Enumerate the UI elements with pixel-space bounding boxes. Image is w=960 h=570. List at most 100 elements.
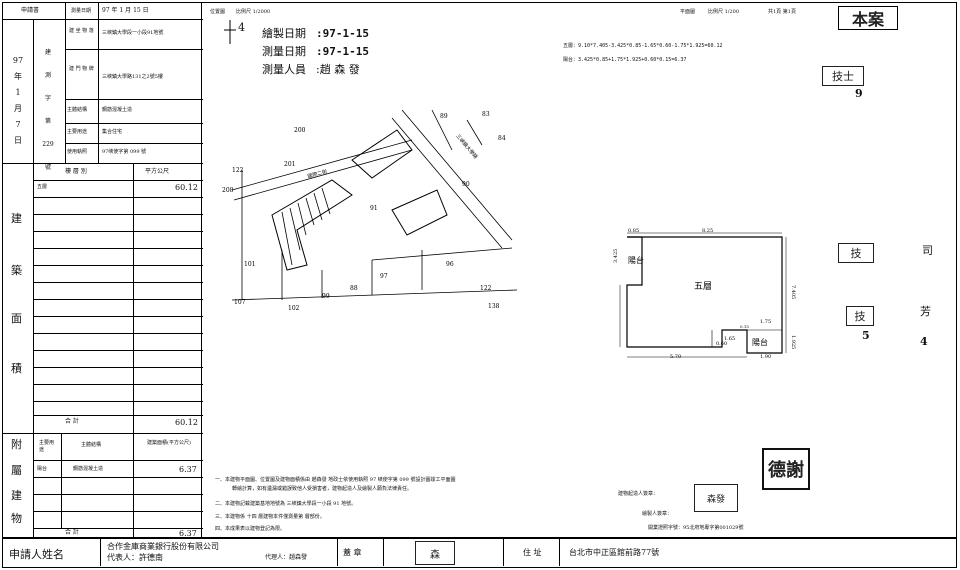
dim-3425: 3.425 xyxy=(613,249,619,263)
official-seal: 德謝 xyxy=(762,448,810,490)
right-char-3: 4 xyxy=(920,335,928,348)
note-2: 二、本建物記載建築基地地號為 三峽鎮大學段一小段 91 地號。 xyxy=(215,501,357,507)
applicant-name-label: 申請人姓名 xyxy=(9,548,64,561)
note-3: 三、本建物係 十四 層建物本件僅測量第 層部份。 xyxy=(215,514,325,520)
main-frame xyxy=(202,2,957,538)
drawer-sign-label: 繪製人簽章： xyxy=(642,511,673,517)
dim-165: 1.65 xyxy=(724,336,735,342)
dim-175: 1.75 xyxy=(760,319,771,325)
area-total-label: 合 計 xyxy=(65,418,79,425)
attached-section-char-1: 附 xyxy=(11,438,22,451)
surveyor-name: :趙 森 發 xyxy=(316,63,360,76)
formula-balcony: 陽台：3.425*0.85+1.75*1.925+0.60*0.15=6.37 xyxy=(563,57,687,63)
surveyor-label: 測量人員 xyxy=(262,63,306,76)
lot-122b: 122 xyxy=(480,285,492,292)
area-row-floor: 五層 xyxy=(37,184,48,190)
license-number: 開業證照字號：95北府地專字第001029號 xyxy=(648,525,744,531)
tech-stamp-2: 技 xyxy=(838,243,874,263)
attached-col-use: 主要用途 xyxy=(39,440,55,453)
area-col-floor: 樓 層 別 xyxy=(65,168,87,175)
dim-825: 8.25 xyxy=(702,228,713,234)
lot-97: 97 xyxy=(380,273,388,280)
north-mark: 4 xyxy=(238,21,245,34)
area-row-value: 60.12 xyxy=(175,183,198,192)
tech-stamp-3: 技 xyxy=(846,306,874,326)
dim-190: 1.90 xyxy=(760,354,771,360)
attached-row-structure: 鋼筋混凝土造 xyxy=(73,466,104,472)
field-usage-label: 主要用途 xyxy=(67,129,88,135)
right-char-2: 芳 xyxy=(920,305,931,318)
lot-96: 96 xyxy=(446,261,454,268)
dim-570: 5.70 xyxy=(670,354,681,360)
room-main: 五層 xyxy=(694,281,712,292)
area-section-char-4: 積 xyxy=(11,362,22,375)
lot-99: 99 xyxy=(322,293,330,300)
survey-date-label-2: 測量日期 xyxy=(262,45,306,58)
floor-plan: 0.85 8.25 3.425 7.405 1.75 1.925 5.70 1.… xyxy=(613,228,796,360)
area-section-char-2: 築 xyxy=(11,264,22,277)
lot-122: 122 xyxy=(232,167,244,174)
note-1: 一、本建物平面圖、位置圖及建物面積係由 趙森發 地政士依使用執照 97 峽使字第… xyxy=(215,477,456,483)
location-scale: 比例尺 1/2000 xyxy=(236,9,271,15)
field-structure-value: 鋼筋混凝土造 xyxy=(102,107,133,113)
survey-date-value: 97 年 1 月 15 日 xyxy=(102,7,149,14)
address-value: 台北市中正區館前路77號 xyxy=(569,548,660,557)
field-usage-value: 集合住宅 xyxy=(102,129,123,135)
north-arrow-icon xyxy=(224,20,236,44)
attached-col-area: 建築面積(平方公尺) xyxy=(147,440,191,446)
road-label-1: 國際二街 xyxy=(307,168,328,180)
year-code-column: 97 年 1 月 7 日 xyxy=(12,56,24,145)
lot-101: 101 xyxy=(244,261,255,268)
room-balcony-right: 陽台 xyxy=(752,337,768,347)
dim-060: 0.60 xyxy=(716,341,727,347)
field-location-value: 三峽鎮大學段一小段91地號 xyxy=(102,30,164,36)
attached-total-label: 合 計 xyxy=(65,529,79,536)
lot-201: 201 xyxy=(284,161,295,168)
sheet-info: 共1頁 第1頁 xyxy=(768,9,796,15)
builder-signature: 森發 xyxy=(694,484,738,512)
tech-stamp-3-num: 5 xyxy=(862,329,870,342)
attached-total-value: 6.37 xyxy=(179,529,197,538)
seal-label: 蓋 章 xyxy=(343,548,362,557)
building-info-table: 申請書 測量日期 97 年 1 月 15 日 97 年 1 月 7 日 建 測 … xyxy=(2,2,203,539)
field-permit-label: 使用執照 xyxy=(67,149,88,155)
room-balcony-left: 陽台 xyxy=(628,255,644,265)
lot-208: 208 xyxy=(222,187,234,194)
field-address-label: 建 門 物 牌 xyxy=(69,66,94,72)
lot-90: 90 xyxy=(462,181,470,188)
field-location-label: 建 坐 物 落 xyxy=(69,28,94,34)
road-label-2: 三峽鎮大學路 xyxy=(454,133,479,160)
building-code-column: 建 測 字 第 229 號 xyxy=(42,49,54,171)
attached-row-use: 陽台 xyxy=(37,466,48,472)
dim-1925: 1.925 xyxy=(790,335,796,349)
dim-7405: 7.405 xyxy=(790,285,796,299)
area-section-char-3: 面 xyxy=(11,312,22,325)
corner-stamp: 本案 xyxy=(838,6,898,30)
lot-88: 88 xyxy=(350,285,358,292)
note-1b: 轉繪計算，如有遺漏或錯誤致他人受損害者，建物起造人及繪製人願負法律責任。 xyxy=(232,486,413,492)
attached-section-char-2: 屬 xyxy=(11,464,22,477)
floor-plan-label: 平面圖 xyxy=(680,9,696,15)
dim-085: 0.85 xyxy=(628,228,639,234)
agent: 代理人：趙森發 xyxy=(265,554,308,561)
tech-stamp-1-num: 9 xyxy=(855,87,863,100)
address-label: 住 址 xyxy=(523,548,542,557)
area-section-char-1: 建 xyxy=(11,212,22,225)
attached-row-area: 6.37 xyxy=(179,465,197,474)
lot-89: 89 xyxy=(440,113,448,120)
note-4: 四、本成果表以建物登記為限。 xyxy=(215,526,286,532)
right-char-1: 司 xyxy=(922,244,933,257)
survey-date-label: 測量日期 xyxy=(71,8,92,14)
footer-bar: 申請人姓名 合作金庫商業銀行股份有限公司 代表人：許德南 代理人：趙森發 蓋 章… xyxy=(2,538,957,568)
lot-200: 200 xyxy=(294,127,306,134)
lot-83: 83 xyxy=(482,111,490,118)
dim-015: 0.15 xyxy=(740,324,749,329)
representative: 代表人：許德南 xyxy=(107,553,163,562)
applicant-label: 申請書 xyxy=(21,7,40,14)
drawn-date: :97-1-15 xyxy=(316,27,369,40)
area-col-unit: 平方公尺 xyxy=(145,168,170,175)
lot-102: 102 xyxy=(288,305,300,312)
applicant-seal: 森 xyxy=(415,541,455,565)
formula-floor5: 五層：9.10*7.405-3.425*0.85-1.65*0.60-1.75*… xyxy=(563,43,723,49)
